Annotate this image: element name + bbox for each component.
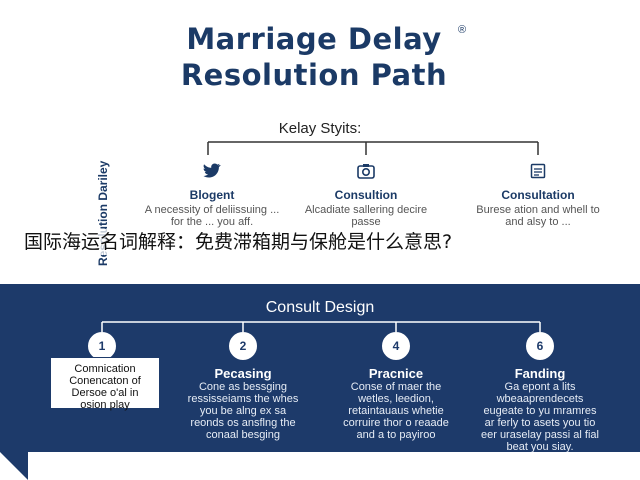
step-4-name: Fanding	[514, 366, 566, 381]
step-4: 6 Fanding Ga epont a lits wbeaaprendecet…	[478, 332, 602, 453]
step-4-text: Ga epont a lits wbeaaprendecets eugeate …	[480, 381, 599, 453]
step-4-number: 6	[526, 332, 554, 360]
document-icon	[468, 160, 608, 182]
registered-mark: ®	[458, 24, 467, 36]
bird-icon	[142, 160, 282, 182]
step-3-name: Pracnice	[368, 366, 424, 381]
tree-column-3-heading: Consultation	[501, 188, 575, 202]
tree-column-2: Consultion Alcadiate sallering decire pa…	[296, 160, 436, 228]
band-title: Consult Design	[265, 299, 375, 316]
tree-column-3-description: Burese ation and whell to and alsy to ..…	[476, 204, 600, 228]
step-2-text: Cone as bessging ressisseiams the whes y…	[187, 381, 299, 441]
step-2: 2 Pecasing Cone as bessging ressisseiams…	[183, 332, 303, 441]
step-1-number: 1	[88, 332, 116, 360]
tree-column-1: Blogent A necessity of deliissuing ... f…	[142, 160, 282, 228]
tree-column-2-heading: Consultion	[334, 188, 398, 202]
step-3-number: 4	[382, 332, 410, 360]
step-3-text: Conse of maer the wetles, leedion, retai…	[343, 381, 449, 441]
tree-column-2-description: Alcadiate sallering decire passe	[304, 204, 428, 228]
bottom-white-strip	[28, 452, 640, 480]
step-3: 4 Pracnice Conse of maer the wetles, lee…	[336, 332, 456, 441]
tree-column-1-heading: Blogent	[189, 188, 235, 202]
bottom-corner-notch	[0, 452, 28, 480]
diagram-title-line-2: Resolution Path	[180, 58, 448, 92]
tree-connectors	[207, 141, 539, 155]
overlay-caption: 国际海运名词解释：免费滞箱期与保舱是什么意思?	[0, 229, 640, 255]
step-2-name: Pecasing	[214, 366, 272, 381]
tree-column-1-description: A necessity of deliissuing ... for the .…	[144, 204, 280, 228]
camera-icon	[296, 160, 436, 182]
tree-heading: Kelay Styits:	[278, 120, 362, 137]
tree-column-3: Consultation Burese ation and whell to a…	[468, 160, 608, 228]
step-1-text: Comnication Conencaton of Dersoe o'al in…	[50, 357, 160, 411]
step-1: 1	[72, 332, 132, 360]
step-2-number: 2	[229, 332, 257, 360]
diagram-title-line-1: Marriage Delay	[186, 22, 442, 56]
